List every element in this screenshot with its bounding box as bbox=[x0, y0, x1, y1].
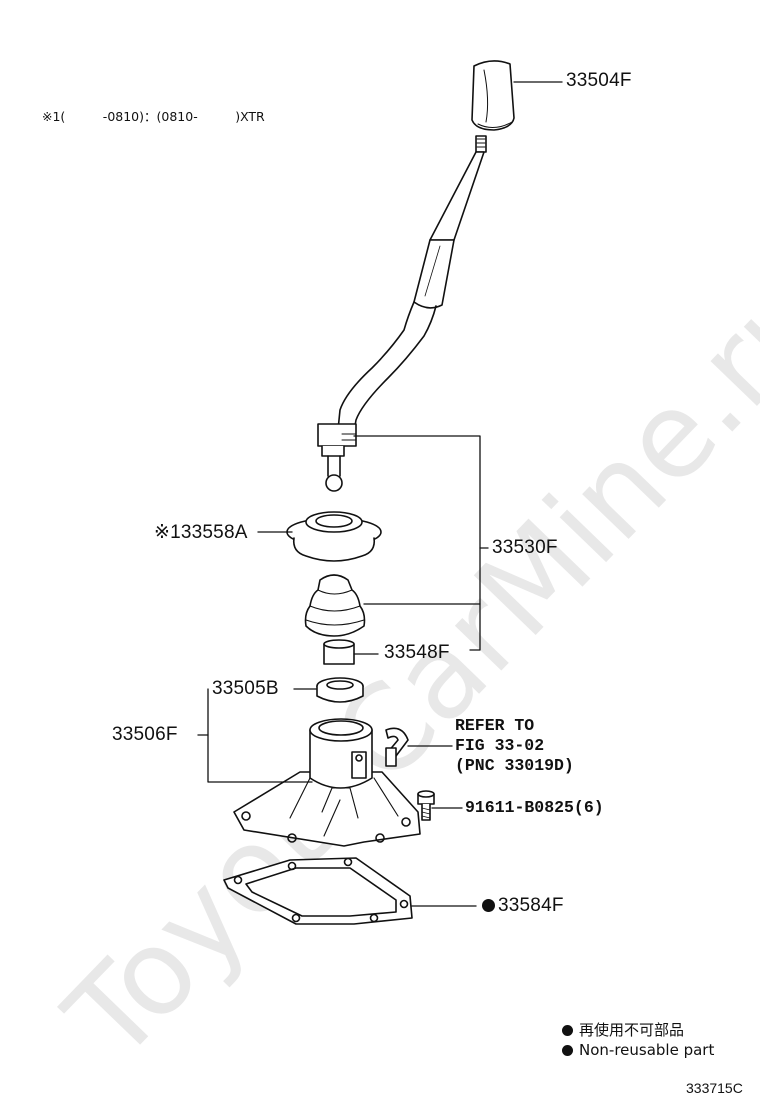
shift-lever-drawing bbox=[317, 135, 487, 492]
bullet-icon bbox=[562, 1025, 573, 1036]
leader-lines bbox=[197, 81, 563, 907]
legend-en-text: Non-reusable part bbox=[579, 1041, 715, 1059]
legend-en: Non-reusable part bbox=[562, 1041, 714, 1059]
bolt-drawing bbox=[417, 790, 435, 821]
lever-seat-drawing bbox=[286, 511, 382, 562]
breather-fitting-drawing bbox=[385, 727, 409, 767]
legend-jp-text: 再使用不可部品 bbox=[579, 1021, 685, 1039]
part-label-gasket[interactable]: 33584F bbox=[482, 895, 564, 917]
gasket-drawing bbox=[223, 857, 413, 925]
rubber-boot-drawing bbox=[304, 574, 366, 637]
part-label-seat[interactable]: ※133558A bbox=[154, 522, 248, 543]
part-label-retainer[interactable]: 33505B bbox=[212, 678, 279, 699]
refer-line-1: REFER TO bbox=[455, 716, 535, 735]
applicability-note: ※1( -0810)：(0810- )XTR bbox=[42, 109, 265, 124]
refer-line-3[interactable]: (PNC 33019D) bbox=[455, 756, 574, 775]
bullet-icon bbox=[562, 1045, 573, 1056]
retainer-drawing bbox=[316, 677, 364, 703]
refer-line-2[interactable]: FIG 33-02 bbox=[455, 736, 545, 755]
shift-knob-drawing bbox=[471, 60, 515, 131]
housing-drawing bbox=[233, 718, 421, 847]
legend-jp: 再使用不可部品 bbox=[562, 1019, 684, 1040]
part-label-knob[interactable]: 33504F bbox=[566, 70, 632, 91]
part-label-bolt[interactable]: 91611-B0825(6) bbox=[465, 798, 604, 817]
bushing-drawing bbox=[323, 639, 355, 665]
non-reusable-dot-icon bbox=[482, 899, 495, 912]
part-label-bushing[interactable]: 33548F bbox=[384, 642, 450, 663]
part-label-lever-assy[interactable]: 33530F bbox=[492, 537, 558, 558]
figure-number: 333715C bbox=[686, 1080, 743, 1096]
part-label-gasket-text: 33584F bbox=[498, 895, 564, 916]
part-label-housing[interactable]: 33506F bbox=[112, 724, 178, 745]
